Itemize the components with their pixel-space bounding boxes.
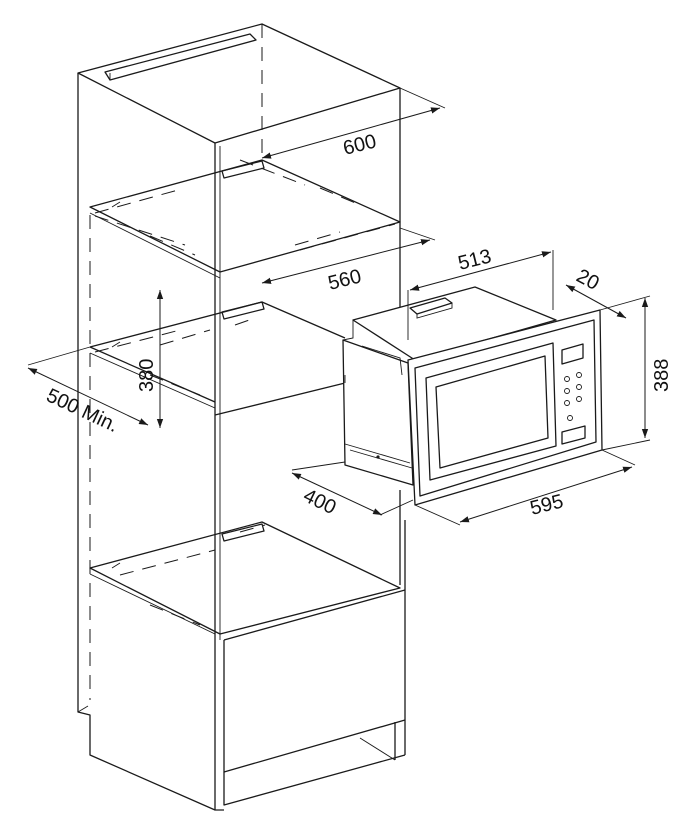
control-button	[564, 388, 570, 394]
cabinet-plinth	[223, 754, 406, 806]
oven-door	[425, 342, 557, 481]
dim-label-frame-height: 388	[651, 359, 673, 392]
dim-label-frame-depth: 20	[573, 265, 603, 295]
cabinet-left-side	[77, 73, 216, 811]
dim-label-side-depth-min: 500 Min.	[43, 385, 122, 437]
dimension-lines	[27, 87, 651, 526]
microwave-body-side	[342, 339, 414, 486]
door-window	[435, 355, 549, 469]
microwave-with-frame	[342, 286, 603, 506]
dim-label-oven-depth: 400	[300, 485, 340, 519]
cabinet-top	[77, 23, 401, 144]
control-button	[564, 400, 570, 406]
dim-label-cabinet-depth: 600	[341, 130, 379, 159]
cabinet-top-rail	[104, 33, 257, 81]
dim-label-oven-body-width: 513	[456, 245, 494, 274]
front-frame-inner	[414, 319, 597, 497]
upper-shelf	[89, 159, 401, 273]
tall-cabinet	[77, 23, 406, 811]
display-window	[561, 343, 584, 365]
niche-top-shelf	[89, 301, 346, 348]
dim-label-frame-width: 595	[528, 490, 566, 519]
cabinet-front-edge	[214, 143, 224, 811]
niche-bottom-shelf	[214, 382, 346, 416]
control-panel	[561, 343, 586, 445]
control-button	[576, 384, 582, 390]
dim-label-niche-width: 560	[326, 265, 364, 294]
dim-label-niche-height: 380	[136, 359, 158, 392]
control-button	[576, 372, 582, 378]
lower-drawer-front	[223, 640, 406, 773]
door-open-button	[561, 425, 586, 445]
control-knob	[567, 415, 573, 421]
microwave-top	[352, 286, 557, 361]
control-button	[576, 396, 582, 402]
control-button	[564, 376, 570, 382]
lower-shelf	[89, 521, 401, 635]
